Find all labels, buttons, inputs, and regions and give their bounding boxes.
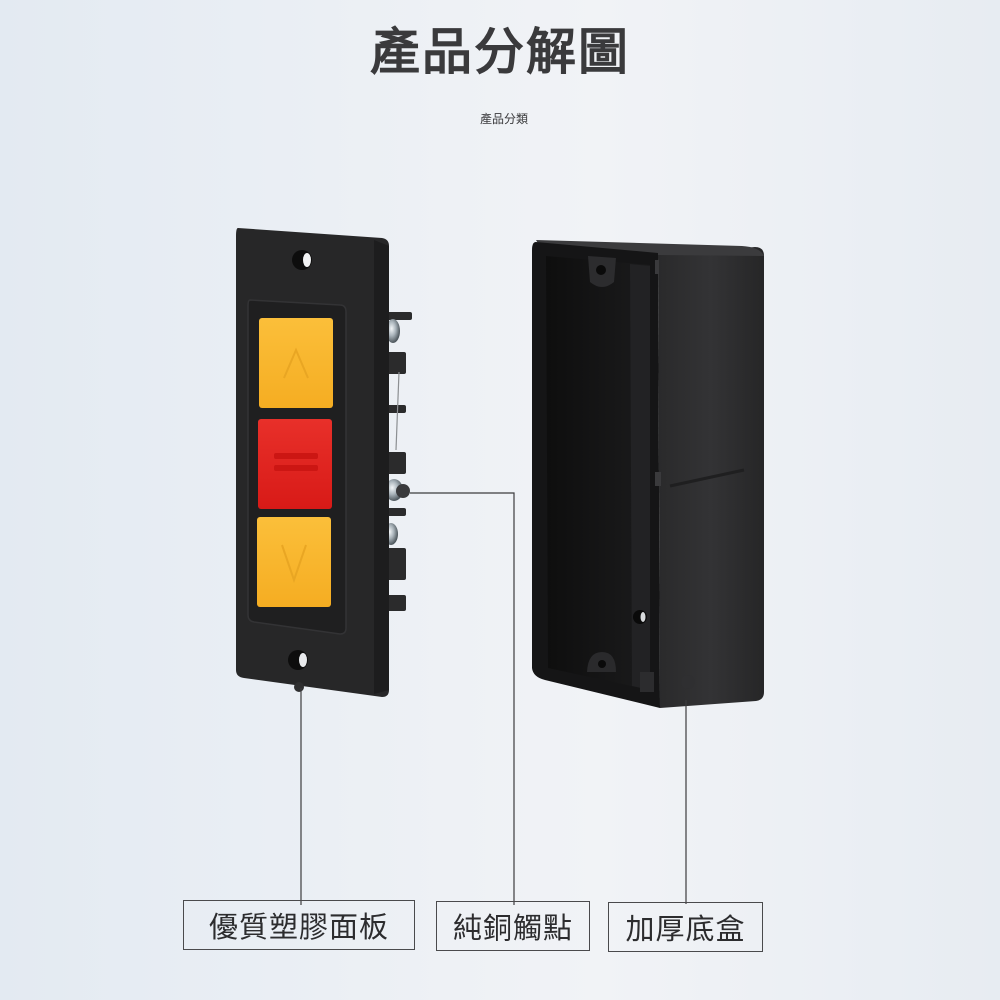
stop-button[interactable] [258,419,332,509]
callout-label-text: 加厚底盒 [625,912,746,946]
mounting-hole-bottom [288,650,308,670]
mounting-hole-top [292,250,312,270]
callout-label-text: 優質塑膠面板 [208,910,389,944]
base-box [532,240,764,708]
callout-label-base: 加厚底盒 [608,902,763,952]
push-button-panel [236,228,412,697]
callout-lines [300,492,687,905]
page-subtitle: 產品分類 [479,112,528,126]
callout-label-text: 純銅觸點 [452,911,573,945]
callout-label-contact: 純銅觸點 [436,901,590,951]
page-title: 產品分解圖 [370,23,630,81]
callout-label-panel: 優質塑膠面板 [183,900,415,950]
up-button[interactable] [259,318,333,408]
down-button[interactable] [257,517,331,607]
callout-line-contact [410,492,515,905]
